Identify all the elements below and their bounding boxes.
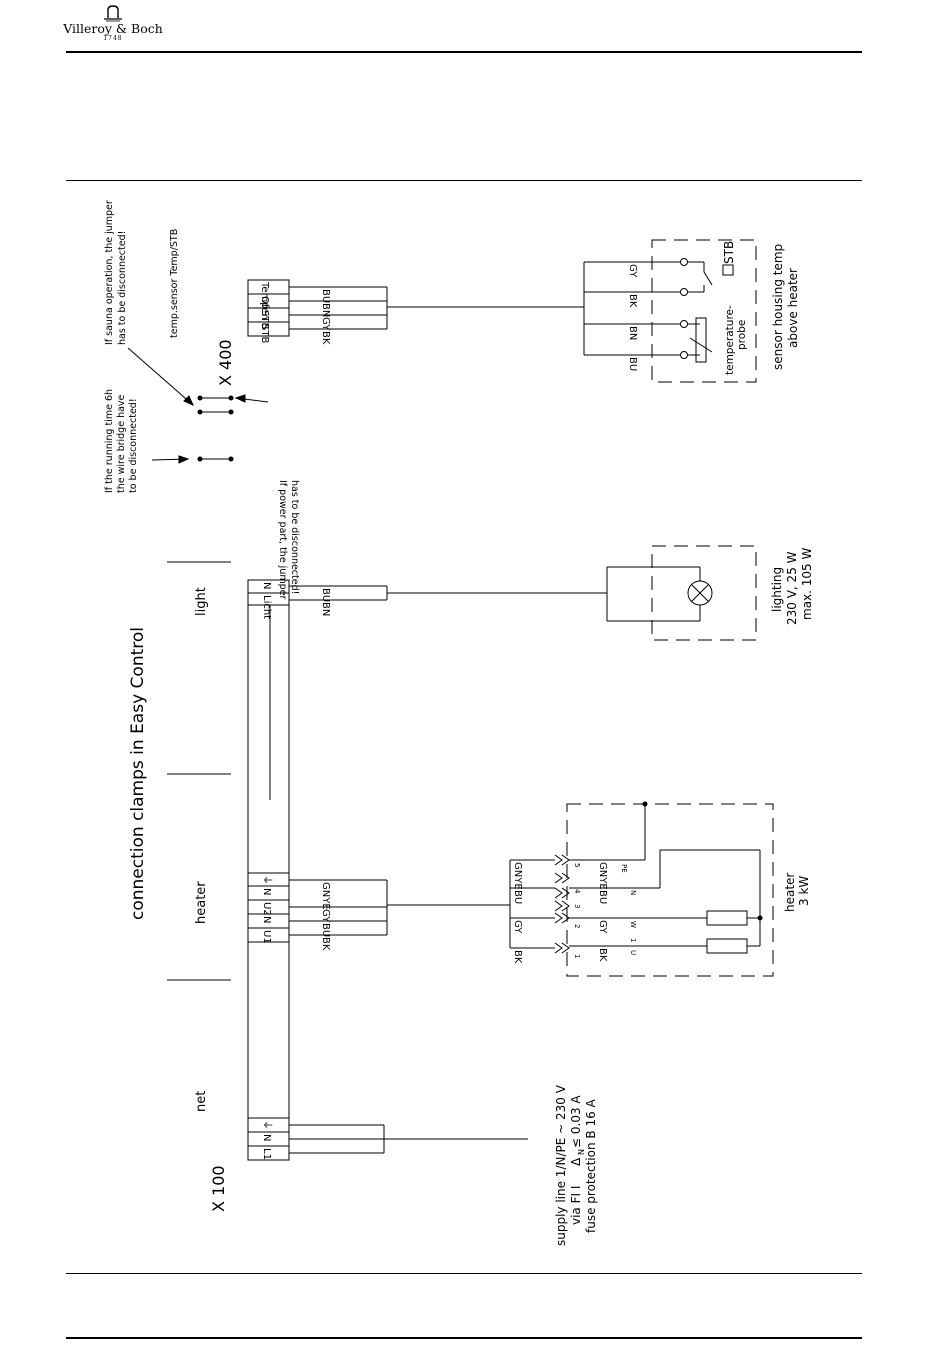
wire-label: GY [512, 920, 523, 934]
brand-emblem-icon [104, 5, 122, 22]
stb-box [722, 264, 734, 276]
pin-label: 1 [573, 954, 581, 958]
note-lighting-rating: 230 V, 25 W [785, 551, 799, 625]
sensor-housing-box [651, 239, 757, 383]
wire-label: BU [597, 890, 608, 904]
x400-terminal-stb-2: STB [259, 310, 270, 329]
note-lighting-title: lighting [770, 567, 784, 612]
wire-label: GY [627, 264, 638, 278]
wire-label: GY [320, 909, 331, 923]
wire-label: GNYE [512, 862, 523, 890]
lighting-box [651, 545, 757, 641]
note-sauna-line2: has to be disconnected! [117, 231, 128, 345]
temperature-probe [695, 317, 707, 363]
note-supply-n: N [577, 1149, 586, 1155]
brand-year: 1748 [103, 35, 123, 42]
footer-rule [66, 1337, 862, 1339]
note-sauna-line1: If sauna operation, the jumper [104, 200, 115, 345]
x100-terminal-pe-heater: ⏚ [261, 875, 273, 885]
wire-label: BN [320, 602, 331, 616]
pin-label: 3 [573, 904, 581, 908]
x100-terminal-u2: U2 [261, 902, 272, 916]
wire-label: BU [512, 890, 523, 904]
note-sensor-housing-line1: sensor housing temp [771, 244, 785, 370]
x400-terminal-stb-1: STB [259, 324, 270, 343]
x100-terminal-n-heater-2: N [261, 888, 272, 895]
heating-element-1 [706, 910, 748, 926]
wire-label: GY [597, 920, 608, 934]
x100-terminal-strip [247, 579, 290, 1161]
wire-label: BK [627, 294, 638, 308]
x400-label: X 400 [216, 339, 235, 386]
note-lighting-max: max. 105 W [800, 548, 814, 620]
wire-label: GY [320, 317, 331, 331]
note-sensor-housing-line2: above heater [786, 268, 800, 348]
pin-letter: U [629, 950, 637, 955]
header-rule [66, 51, 862, 53]
note-supply-current: ≤ 0.03 A [569, 1095, 583, 1148]
wire-label: BU [320, 289, 331, 303]
note-power-part-line2: has to be disconnected! [289, 480, 300, 594]
note-heater-power: 3 kW [797, 876, 811, 906]
note-running-time-line1: If the running time 6h [104, 389, 115, 493]
x100-terminal-n-heater-1: N [261, 916, 272, 923]
note-temp-sensor: temp.sensor Temp/STB [169, 229, 180, 338]
section-heater: heater [194, 881, 209, 924]
heating-element-2 [706, 938, 748, 954]
x400-terminal-ofen: Ofen [259, 296, 270, 320]
pin-label: 4 [573, 889, 581, 894]
wire-label: BK [320, 937, 331, 951]
x100-terminal-pe-net: ⏚ [261, 1120, 273, 1130]
wire-label: BU [320, 588, 331, 602]
note-running-time-line3: to be disconnected! [128, 398, 139, 493]
brand-logo: Villeroy & Boch 1748 [62, 4, 164, 48]
wire-label: GNYE [320, 882, 331, 910]
wire-label: BK [320, 331, 331, 345]
x400-terminal-temp: Temp [259, 281, 270, 309]
x100-terminal-l1: L1 [261, 1148, 272, 1160]
section-net: net [194, 1091, 209, 1112]
wire-label: GNYE [597, 862, 608, 890]
pin-label: 5 [573, 863, 581, 867]
brand-name: Villeroy & Boch [63, 21, 163, 36]
heater-box [566, 803, 774, 977]
diagram-title: connection clamps in Easy Control [128, 627, 148, 920]
note-supply-line1: supply line 1/N/PE ~ 230 V [554, 1084, 568, 1246]
pin-letter: 1 [629, 938, 637, 942]
note-supply-via: via FI I [569, 1186, 583, 1225]
content-bottom-rule [66, 1273, 862, 1274]
note-heater-title: heater [783, 873, 797, 912]
note-temperature-probe-line1: temperature- [724, 305, 736, 375]
x100-terminal-u1: U1 [261, 930, 272, 944]
wire-label: BK [512, 950, 523, 964]
x100-terminal-n-net: N [261, 1134, 272, 1141]
x100-terminal-n-light: N [261, 582, 272, 589]
wire-label: BK [597, 948, 608, 962]
wire-label: BN [627, 326, 638, 340]
note-temperature-probe-line2: probe [736, 320, 748, 350]
note-stb: STB [722, 241, 736, 264]
wire-label: BU [320, 923, 331, 937]
wire-label: BU [627, 357, 638, 371]
content-top-rule [66, 180, 862, 181]
pin-letter: N [629, 890, 637, 895]
wire-label: BN [320, 303, 331, 317]
note-power-part-line1: If power part, the jumper [277, 480, 288, 599]
pin-letter: PE [620, 864, 628, 873]
pin-label: 2 [573, 924, 581, 928]
note-running-time-line2: the wire bridge have [116, 394, 127, 493]
x100-label: X 100 [209, 1165, 228, 1212]
x100-terminal-licht: Licht [261, 595, 272, 619]
pin-letter: W [629, 921, 637, 928]
note-supply-fuse: fuse protection B 16 A [584, 1098, 598, 1233]
section-light: light [194, 587, 209, 616]
note-supply-delta: Δ [569, 1157, 583, 1166]
